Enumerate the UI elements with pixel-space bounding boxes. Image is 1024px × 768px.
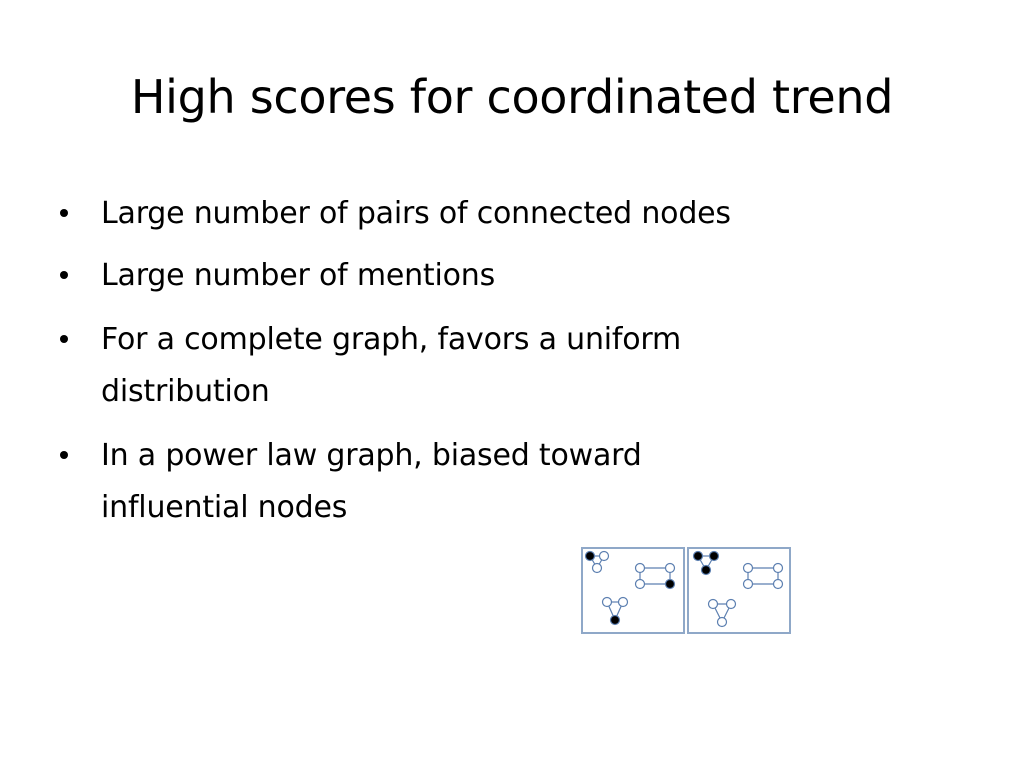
square-graph <box>634 562 676 590</box>
bullet-text-line-2: distribution <box>101 374 270 409</box>
panel-frame <box>581 547 685 634</box>
node <box>591 562 603 574</box>
triangle-graph <box>707 598 737 628</box>
node-filled <box>708 550 720 562</box>
node <box>664 562 676 574</box>
bullet-item-4: In a power law graph, biased toward infl… <box>60 430 960 534</box>
bullet-dot-icon <box>60 209 68 217</box>
node-filled <box>584 550 596 562</box>
bullet-dot-icon <box>60 335 68 343</box>
node <box>742 578 754 590</box>
bullet-dot-icon <box>60 451 68 459</box>
bullet-item-2: Large number of mentions <box>60 250 960 302</box>
node <box>617 596 629 608</box>
figure-panel-right <box>687 547 791 634</box>
node <box>634 578 646 590</box>
triangle-graph <box>584 550 610 574</box>
node <box>772 578 784 590</box>
node-filled <box>664 578 676 590</box>
bullet-text: Large number of mentions <box>101 258 496 293</box>
node <box>601 596 613 608</box>
bullet-list: Large number of pairs of connected nodes… <box>60 188 960 546</box>
bullet-item-1: Large number of pairs of connected nodes <box>60 188 960 240</box>
bullet-text: Large number of pairs of connected nodes <box>101 196 731 231</box>
bullet-text-line-1: For a complete graph, favors a uniform <box>101 322 682 357</box>
triangle-graph <box>692 550 720 576</box>
bullet-text-line-2: influential nodes <box>101 490 348 525</box>
node-filled <box>692 550 704 562</box>
node <box>742 562 754 574</box>
bullet-item-3: For a complete graph, favors a uniform d… <box>60 314 960 418</box>
square-graph <box>742 562 784 590</box>
bullet-dot-icon <box>60 271 68 279</box>
node <box>772 562 784 574</box>
panel-frame <box>687 547 791 634</box>
node <box>598 550 610 562</box>
node-filled <box>700 564 712 576</box>
node <box>707 598 719 610</box>
bullet-text-line-1: In a power law graph, biased toward <box>101 438 642 473</box>
node <box>725 598 737 610</box>
triangle-graph <box>601 596 629 626</box>
node <box>716 616 728 628</box>
node <box>634 562 646 574</box>
slide-title: High scores for coordinated trend <box>130 70 894 124</box>
figure-panel-left <box>581 547 685 634</box>
node-filled <box>609 614 621 626</box>
graph-network-diagram-icon <box>581 547 791 634</box>
